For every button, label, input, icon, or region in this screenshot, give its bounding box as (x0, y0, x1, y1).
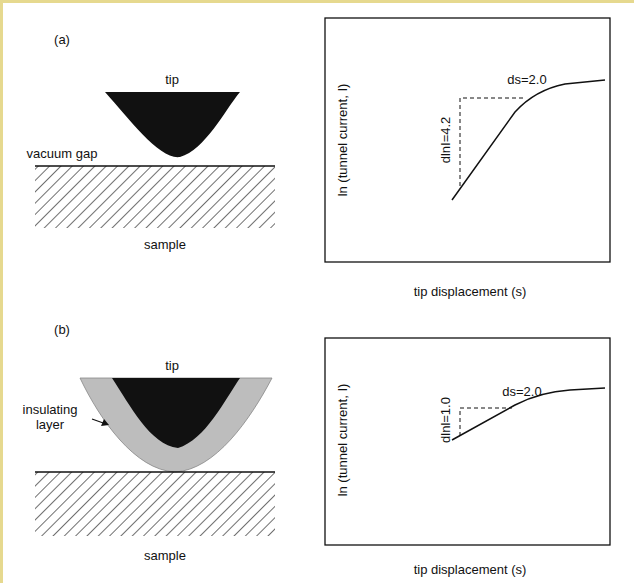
dimension-label: dlnI=4.2 (439, 117, 454, 164)
leader-arrowhead (101, 419, 109, 426)
plot-frame (325, 338, 610, 545)
part-label: sample (144, 238, 186, 253)
sample-surface (35, 165, 275, 167)
axis-label: tip displacement (s) (414, 563, 527, 578)
tip-shape (105, 92, 240, 157)
part-label: tip (165, 359, 179, 374)
axis-label: tip displacement (s) (414, 285, 527, 300)
part-label: tip (165, 73, 179, 88)
dashed-guide (460, 408, 512, 436)
tip-shape (112, 378, 240, 448)
plot-curve (452, 80, 605, 200)
panel-letter: (b) (54, 323, 70, 338)
part-label: sample (144, 549, 186, 564)
part-label: vacuum gap (27, 147, 98, 162)
sample-surface (35, 471, 275, 473)
sample-hatch (35, 166, 275, 228)
part-label: insulating layer (13, 403, 87, 433)
dashed-guide (460, 98, 524, 186)
sample-hatch (35, 472, 275, 536)
axis-label: ln (tunnel current, I) (336, 384, 351, 497)
axis-label: ln (tunnel current, I) (336, 84, 351, 197)
insulating-layer-shape (80, 378, 272, 472)
dimension-label: dlnl=1.0 (439, 397, 454, 443)
plot-frame (325, 18, 610, 262)
panel-letter: (a) (54, 33, 70, 48)
dimension-label: ds=2.0 (507, 73, 546, 88)
dimension-label: ds=2.0 (502, 385, 541, 400)
